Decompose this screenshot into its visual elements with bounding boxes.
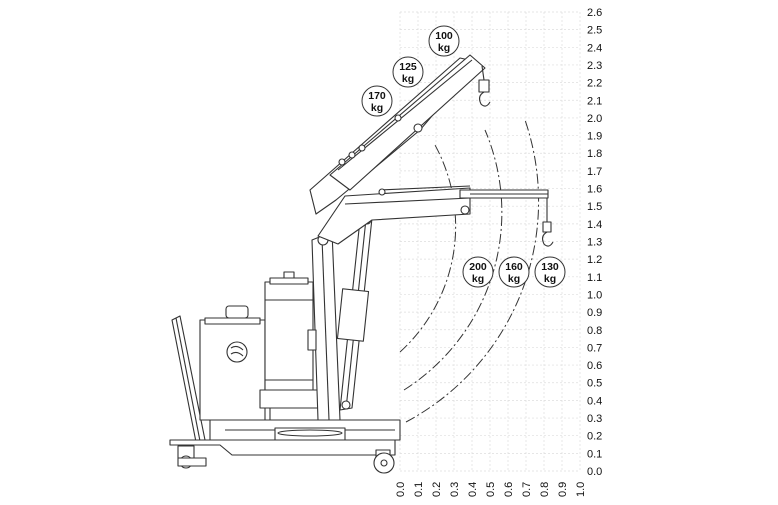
- x-tick-label: 0.4: [467, 482, 479, 497]
- x-tick-label: 0.0: [395, 482, 407, 497]
- load-label-circle: [462, 256, 494, 288]
- y-tick-label: 1.4: [587, 219, 602, 231]
- load-label-value: 170: [368, 90, 386, 102]
- chassis: [169, 419, 401, 456]
- x-tick-label: 0.9: [557, 482, 569, 497]
- load-label-circle: [428, 25, 460, 57]
- crane-drawing: [169, 54, 554, 474]
- y-tick-label: 2.4: [587, 42, 602, 54]
- load-label-circle: [498, 256, 530, 288]
- arc-130kg: [405, 119, 540, 423]
- y-tick-label: 0.6: [587, 360, 602, 372]
- x-tick-label: 0.1: [413, 482, 425, 497]
- y-tick-label: 1.2: [587, 254, 602, 266]
- y-tick-label: 2.6: [587, 7, 602, 19]
- load-label-value: 125: [399, 61, 417, 73]
- y-tick-label: 1.1: [587, 272, 602, 284]
- y-tick-label: 1.0: [587, 289, 602, 301]
- load-label-unit: kg: [438, 42, 450, 54]
- y-tick-label: 0.3: [587, 413, 602, 425]
- y-tick-label: 0.8: [587, 325, 602, 337]
- load-label-unit: kg: [544, 273, 556, 285]
- y-tick-label: 0.4: [587, 395, 602, 407]
- y-tick-label: 0.9: [587, 307, 602, 319]
- y-tick-label: 1.3: [587, 237, 602, 249]
- load-label-value: 130: [541, 261, 559, 273]
- x-tick-label: 1.0: [575, 482, 587, 497]
- hydraulic-tank: [199, 305, 266, 421]
- y-tick-label: 0.0: [587, 466, 602, 478]
- y-tick-label: 2.0: [587, 113, 602, 125]
- y-tick-label: 1.5: [587, 201, 602, 213]
- x-tick-label: 0.7: [521, 482, 533, 497]
- y-tick-label: 0.2: [587, 431, 602, 443]
- load-label-value: 160: [505, 261, 523, 273]
- y-axis-ticks: 2.6 2.5 2.4 2.3 2.2 2.1 2.0 1.9 1.8 1.7 1.6 1.5 1.4 1…: [587, 7, 602, 478]
- y-tick-label: 1.8: [587, 148, 602, 160]
- hook-upper: [478, 65, 491, 107]
- mast: [307, 231, 341, 421]
- y-tick-label: 2.5: [587, 25, 602, 37]
- x-tick-label: 0.3: [449, 482, 461, 497]
- load-label-unit: kg: [371, 102, 383, 114]
- y-tick-label: 2.2: [587, 78, 602, 90]
- x-tick-label: 0.8: [539, 482, 551, 497]
- hook-lower: [541, 198, 554, 247]
- rear-wheel: [177, 445, 207, 469]
- y-tick-label: 1.6: [587, 184, 602, 196]
- load-label-unit: kg: [508, 273, 520, 285]
- x-axis-ticks: 0.0 0.1 0.2 0.3 0.4 0.5 0.6 0.7 0.8 0.9 1.0: [395, 482, 587, 497]
- y-tick-label: 2.1: [587, 95, 602, 107]
- y-tick-label: 1.9: [587, 131, 602, 143]
- arc-200kg: [399, 144, 457, 353]
- y-tick-label: 2.3: [587, 60, 602, 72]
- grid: [399, 11, 581, 472]
- load-label-circle: [361, 85, 393, 117]
- x-tick-label: 0.5: [485, 482, 497, 497]
- y-tick-label: 0.1: [587, 448, 602, 460]
- boom-lower: [317, 185, 549, 245]
- front-wheel: [373, 449, 395, 474]
- y-tick-label: 1.7: [587, 166, 602, 178]
- load-label-unit: kg: [472, 273, 484, 285]
- hydraulic-cylinder: [336, 215, 373, 411]
- load-label-circle: [392, 56, 424, 88]
- x-tick-label: 0.2: [431, 482, 443, 497]
- y-tick-label: 0.5: [587, 378, 602, 390]
- boom-upper: [309, 54, 486, 215]
- x-tick-label: 0.6: [503, 482, 515, 497]
- load-label-value: 100: [435, 30, 453, 42]
- load-label-value: 200: [469, 261, 487, 273]
- load-label-circle: [534, 256, 566, 288]
- y-tick-label: 0.7: [587, 342, 602, 354]
- load-label-unit: kg: [402, 73, 414, 85]
